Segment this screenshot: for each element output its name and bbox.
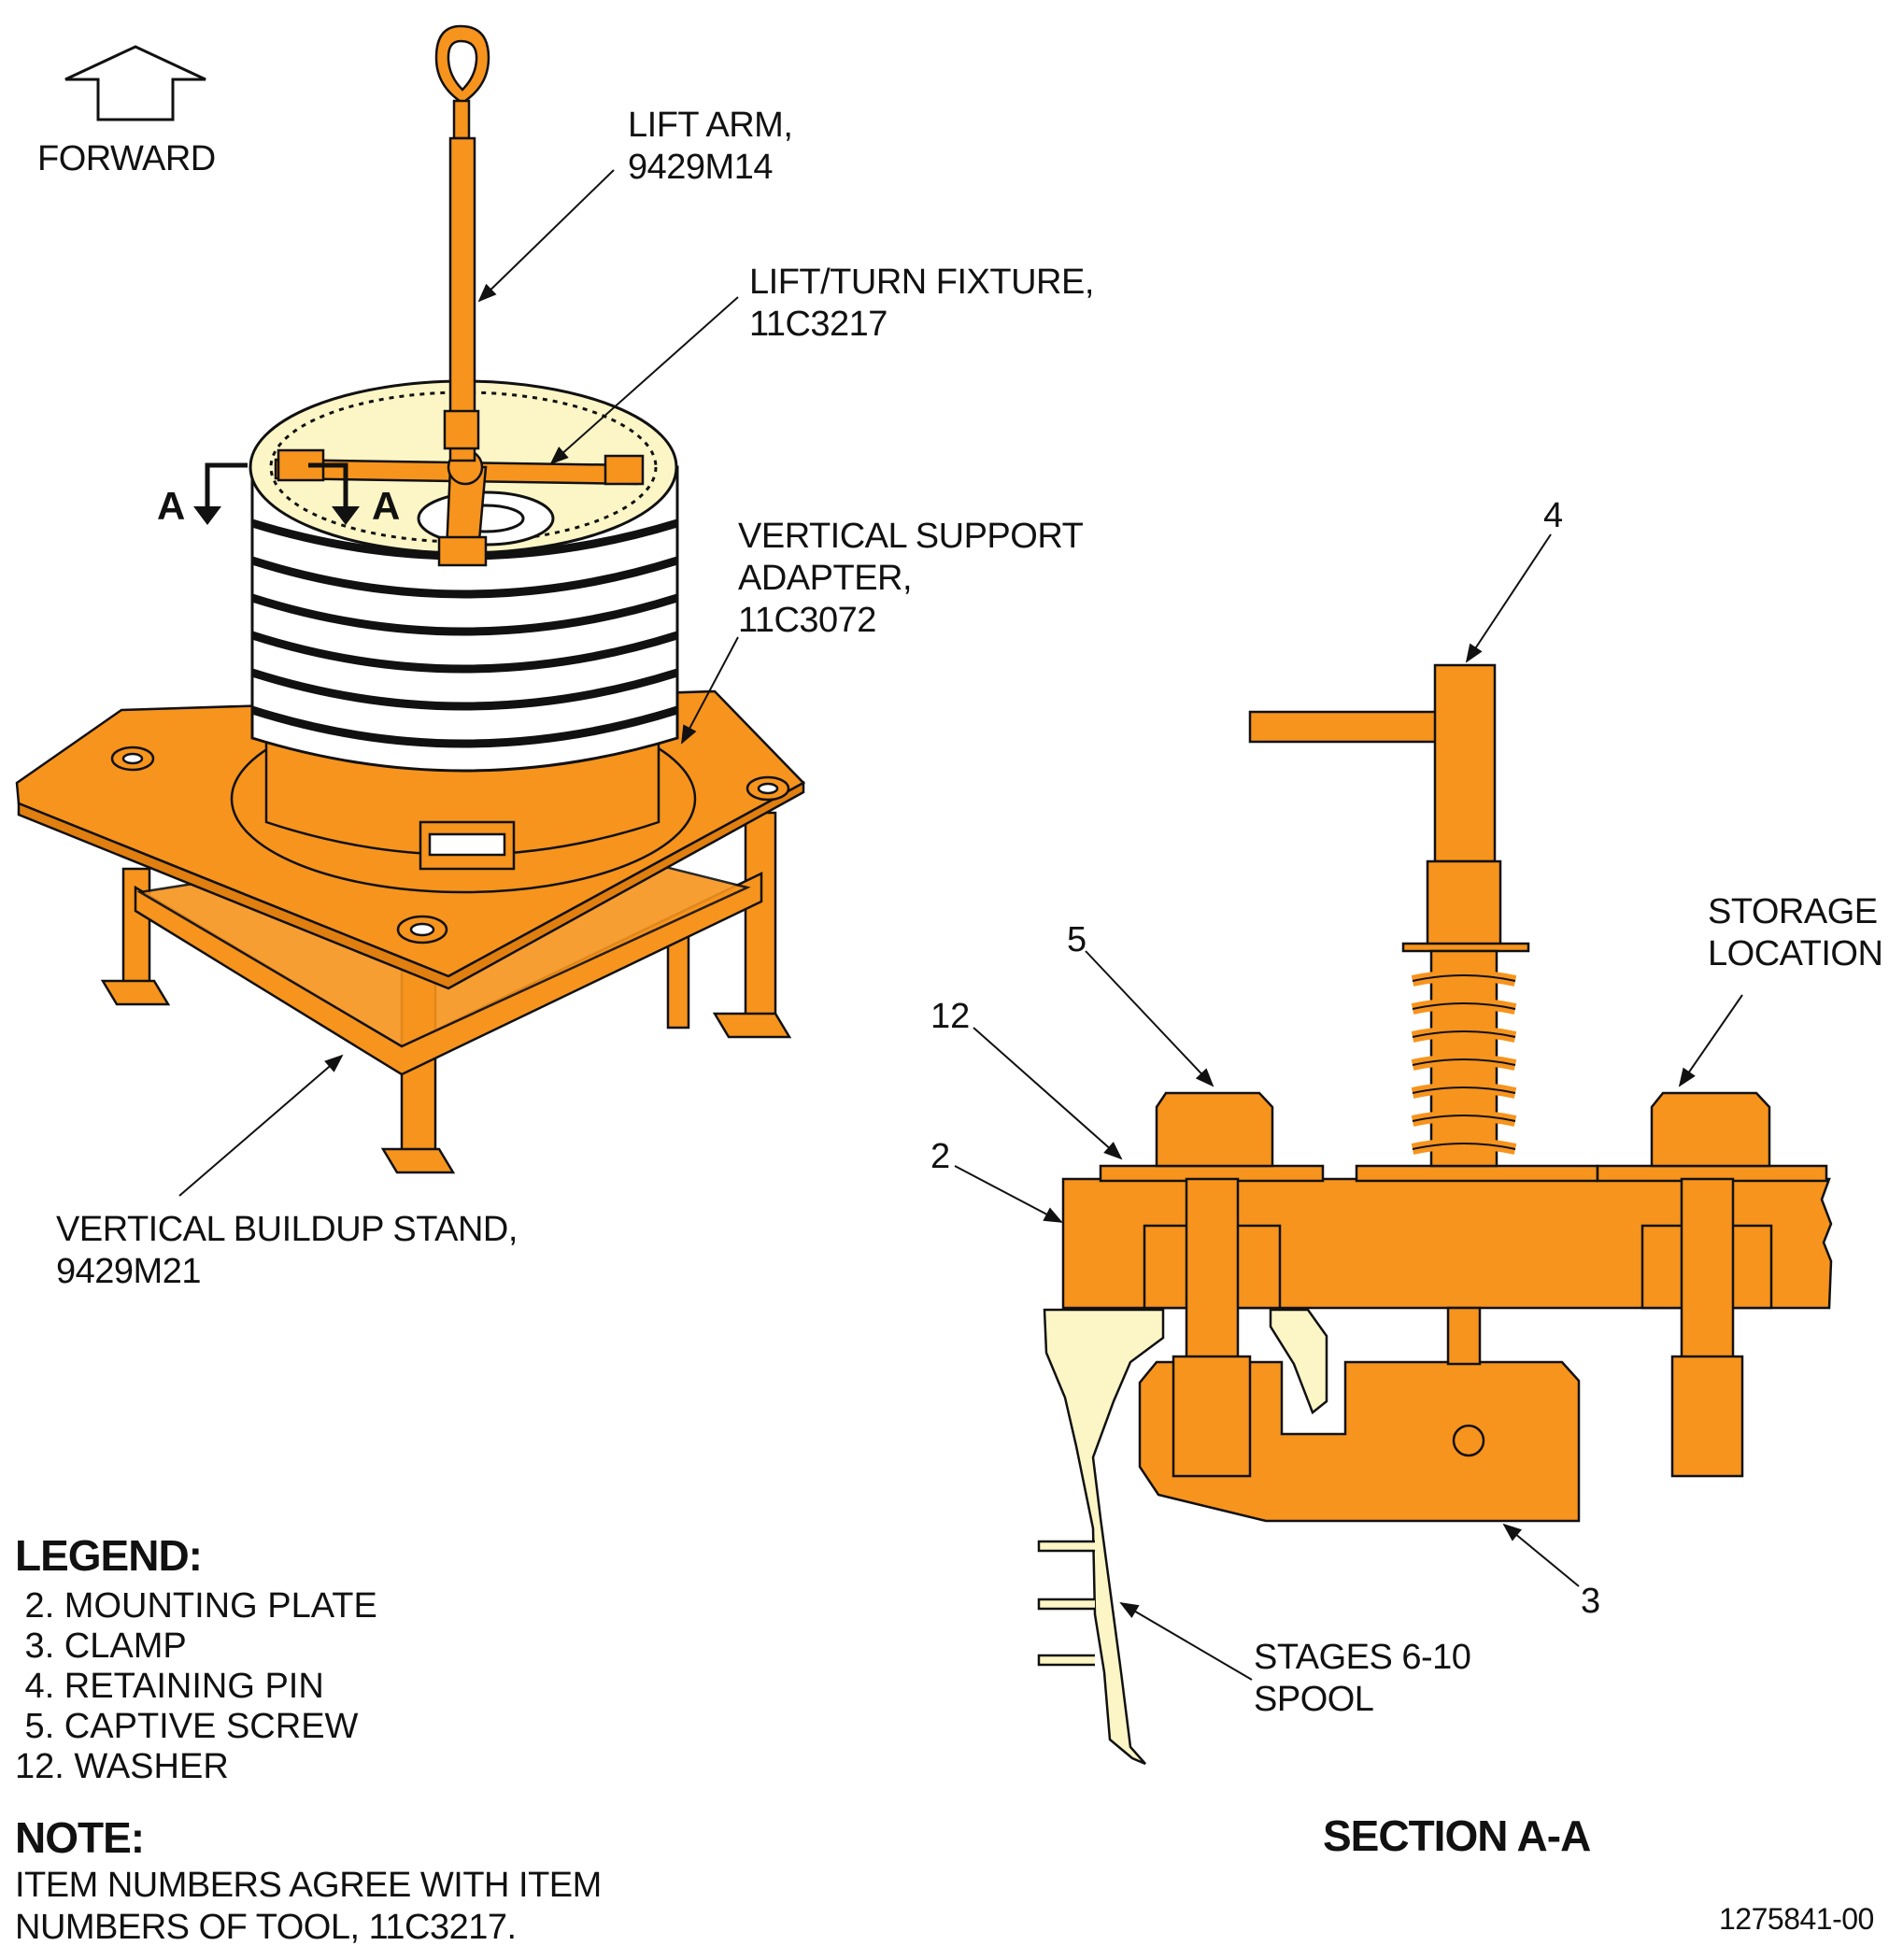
callout-line: 9429M14 — [628, 148, 773, 187]
callout-lift-turn-fixture: LIFT/TURN FIXTURE, 11C3217 — [749, 262, 1094, 346]
callout-lift-arm: LIFT ARM, 9429M14 — [628, 105, 793, 189]
section-arrow-right-icon — [332, 506, 360, 525]
callout-line: LOCATION — [1708, 934, 1883, 973]
legend-list: 2. MOUNTING PLATE 3. CLAMP 4. RETAINING … — [15, 1586, 377, 1787]
callout-vertical-buildup-stand: VERTICAL BUILDUP STAND, 9429M21 — [56, 1209, 518, 1293]
section-mark-right: A — [372, 484, 400, 528]
figure-id: 1275841-00 — [1719, 1902, 1874, 1936]
callout-line: ADAPTER, — [738, 559, 913, 598]
item-number-3: 3 — [1581, 1582, 1601, 1621]
lift-arm — [434, 24, 490, 462]
callout-line: 11C3072 — [738, 601, 876, 640]
section-arrow-left-icon — [193, 506, 221, 525]
callout-storage-location: STORAGE LOCATION — [1708, 891, 1883, 975]
legend-item: 4. RETAINING PIN — [15, 1667, 324, 1706]
lift-turn-fixture — [274, 448, 645, 567]
section-cut-line — [205, 462, 348, 518]
callout-line: STORAGE — [1708, 892, 1878, 931]
leader-lines-left — [178, 169, 739, 1197]
leader-lines-section — [954, 533, 1743, 1681]
spool-section — [1037, 1308, 1328, 1766]
captive-screw — [1155, 1091, 1274, 1478]
forward-label: FORWARD — [37, 139, 216, 178]
item-number-4: 4 — [1543, 496, 1564, 535]
callout-line: LIFT/TURN FIXTURE, — [749, 263, 1094, 302]
note-line: NUMBERS OF TOOL, 11C3217. — [15, 1908, 517, 1947]
section-title: SECTION A-A — [1323, 1811, 1591, 1860]
forward-arrow-icon — [64, 45, 206, 121]
callout-line: 9429M21 — [56, 1252, 201, 1291]
callout-line: STAGES 6-10 — [1254, 1638, 1471, 1677]
callout-stages-spool: STAGES 6-10 SPOOL — [1254, 1637, 1471, 1721]
item-number-12: 12 — [930, 997, 971, 1036]
callout-line: SPOOL — [1254, 1680, 1374, 1719]
captive-screw-stored — [1650, 1091, 1771, 1478]
callout-vertical-support-adapter: VERTICAL SUPPORT ADAPTER, 11C3072 — [738, 516, 1084, 642]
retaining-pin — [1248, 663, 1530, 1366]
callout-line: VERTICAL SUPPORT — [738, 517, 1084, 556]
item-number-5: 5 — [1067, 920, 1087, 959]
legend-item: 12. WASHER — [15, 1747, 229, 1786]
section-mark-left: A — [157, 484, 185, 528]
item-number-2: 2 — [930, 1137, 951, 1176]
callout-line: VERTICAL BUILDUP STAND, — [56, 1210, 518, 1249]
legend-title: LEGEND: — [15, 1531, 203, 1580]
legend-item: 2. MOUNTING PLATE — [15, 1586, 377, 1626]
note-line: ITEM NUMBERS AGREE WITH ITEM — [15, 1866, 602, 1905]
legend-item: 3. CLAMP — [15, 1626, 187, 1666]
legend-item: 5. CAPTIVE SCREW — [15, 1707, 359, 1746]
callout-line: LIFT ARM, — [628, 106, 793, 145]
note-text: ITEM NUMBERS AGREE WITH ITEM NUMBERS OF … — [15, 1865, 602, 1949]
callout-line: 11C3217 — [749, 305, 888, 344]
note-title: NOTE: — [15, 1813, 145, 1862]
